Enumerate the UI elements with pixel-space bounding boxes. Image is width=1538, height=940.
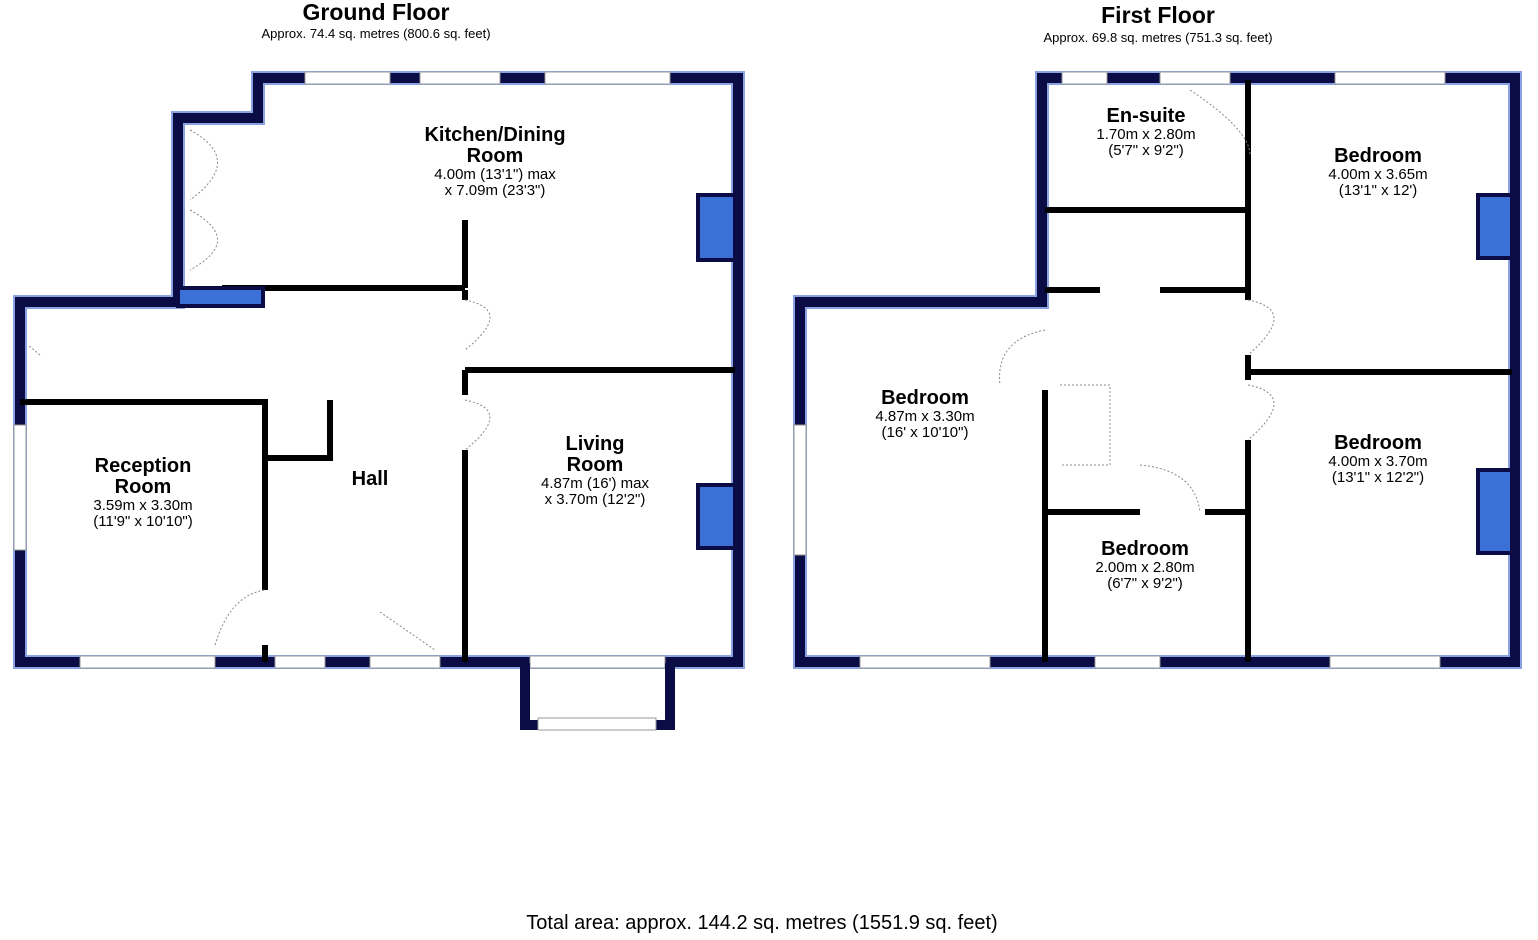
room-dimensions-imperial: (5'7" x 9'2") xyxy=(1108,141,1184,159)
room-hall: Hall xyxy=(351,468,389,490)
room-name: Bedroom xyxy=(1101,538,1189,560)
room-name-line2: Room xyxy=(466,145,524,167)
room-dimensions-imperial: (13'1" x 12') xyxy=(1338,181,1418,199)
room-dimensions-imperial: (11'9" x 10'10") xyxy=(93,512,193,530)
ground-floor-area: Approx. 74.4 sq. metres (800.6 sq. feet) xyxy=(261,26,491,41)
first-floor-title: First Floor xyxy=(1101,2,1215,28)
room-kitchen-dining: Kitchen/Dining Room 4.00m (13'1") max x … xyxy=(424,125,565,199)
room-name: En-suite xyxy=(1106,105,1186,127)
ground-floor-title: Ground Floor xyxy=(302,0,450,25)
ground-floor-walls xyxy=(13,71,745,731)
total-area: Total area: approx. 144.2 sq. metres (15… xyxy=(526,912,998,934)
room-name: Bedroom xyxy=(1334,432,1422,454)
room-bedroom-1: Bedroom 4.00m x 3.65m (13'1" x 12') xyxy=(1328,146,1427,199)
room-name: Bedroom xyxy=(881,387,969,409)
room-bedroom-3: Bedroom 4.00m x 3.70m (13'1" x 12'2") xyxy=(1328,433,1427,486)
room-dimensions: 4.87m x 3.30m xyxy=(875,408,975,425)
room-dimensions: 4.00m (13'1") max xyxy=(434,166,556,183)
room-dimensions-imperial: (6'7" x 9'2") xyxy=(1107,574,1183,592)
first-floor-area: Approx. 69.8 sq. metres (751.3 sq. feet) xyxy=(1043,30,1273,45)
room-bedroom-4: Bedroom 2.00m x 2.80m (6'7" x 9'2") xyxy=(1095,539,1194,592)
room-dimensions: 2.00m x 2.80m xyxy=(1095,559,1195,576)
room-name: Reception xyxy=(94,455,192,477)
room-name: Kitchen/Dining xyxy=(424,124,566,146)
room-living: Living Room 4.87m (16') max x 3.70m (12'… xyxy=(541,434,649,508)
room-name: Living xyxy=(565,433,625,455)
room-dimensions: 4.87m (16') max xyxy=(541,475,649,492)
room-name: Bedroom xyxy=(1334,145,1422,167)
room-dimensions-imperial: x 7.09m (23'3") xyxy=(444,181,546,199)
room-dimensions: 3.59m x 3.30m xyxy=(93,497,193,514)
room-bedroom-2: Bedroom 4.87m x 3.30m (16' x 10'10") xyxy=(875,388,974,441)
room-name-line2: Room xyxy=(566,454,624,476)
room-dimensions: 4.00m x 3.65m xyxy=(1328,166,1428,183)
room-dimensions-imperial: (16' x 10'10") xyxy=(881,423,969,441)
room-reception: Reception Room 3.59m x 3.30m (11'9" x 10… xyxy=(93,456,193,530)
room-dimensions: 1.70m x 2.80m xyxy=(1096,126,1196,143)
room-dimensions-imperial: x 3.70m (12'2") xyxy=(544,490,646,508)
room-dimensions: 4.00m x 3.70m xyxy=(1328,453,1428,470)
room-en-suite: En-suite 1.70m x 2.80m (5'7" x 9'2") xyxy=(1096,106,1195,159)
room-name-line2: Room xyxy=(114,476,172,498)
first-floor-walls xyxy=(793,71,1522,669)
room-dimensions-imperial: (13'1" x 12'2") xyxy=(1331,468,1425,486)
